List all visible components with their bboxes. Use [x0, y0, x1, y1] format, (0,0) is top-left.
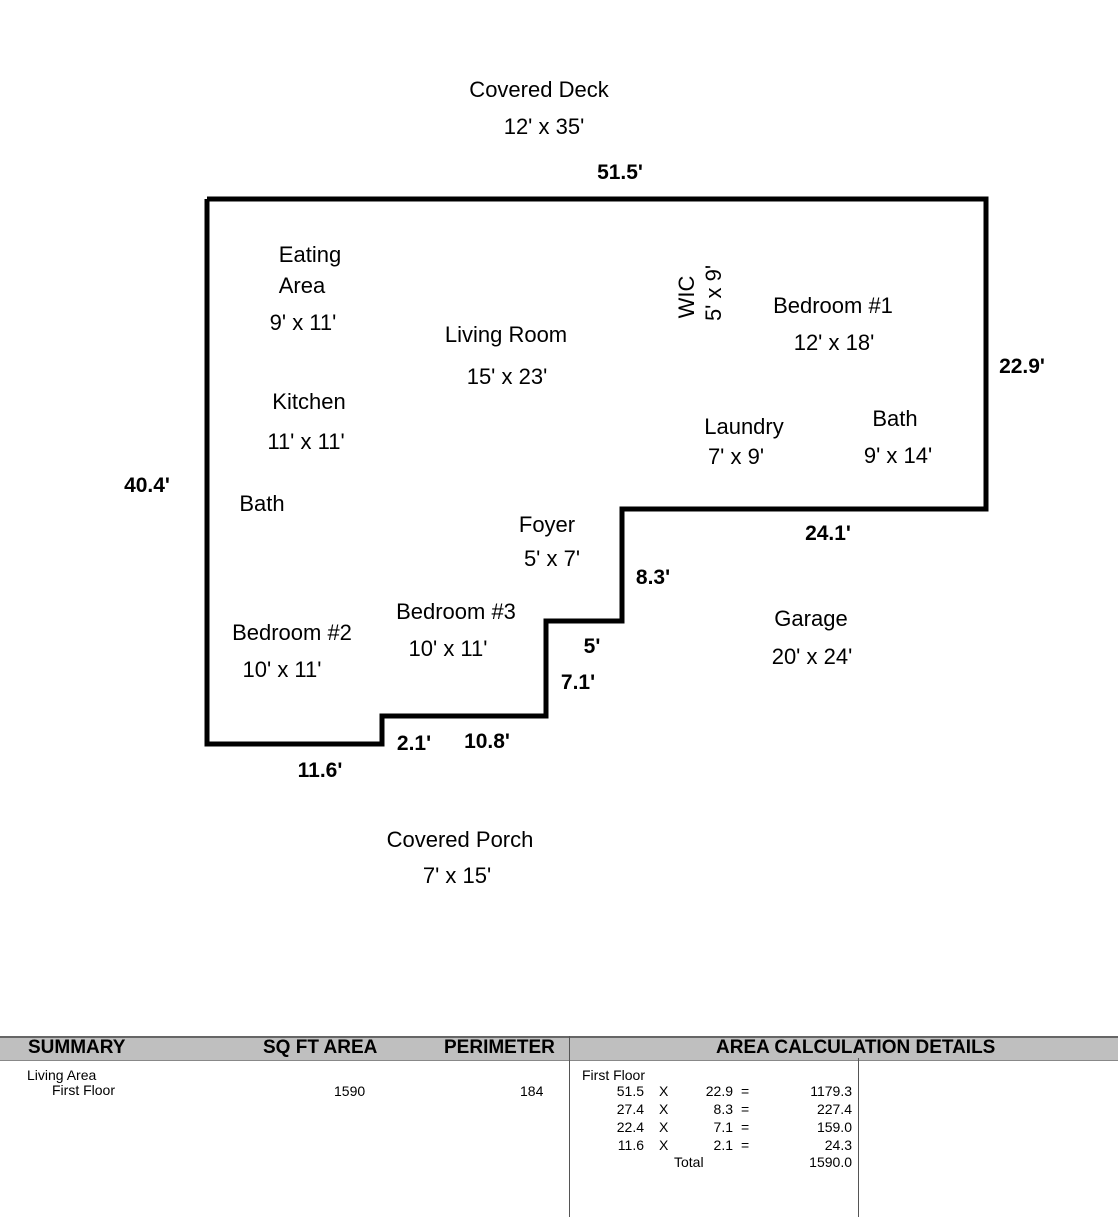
details-result: 227.4 [816, 1101, 852, 1117]
details-result: 24.3 [824, 1137, 852, 1153]
dimension-bottom-left: 11.6' [297, 759, 343, 782]
bath2-label: Bath [239, 491, 285, 516]
table-divider-main [569, 1036, 570, 1217]
covered-porch-size: 7' x 15' [422, 863, 492, 888]
dimension-step-vertical-1: 8.3' [635, 566, 671, 589]
garage-size: 20' x 24' [771, 644, 853, 669]
details-a: 11.6 [617, 1137, 644, 1153]
dimension-bottom-step: 2.1' [396, 732, 432, 755]
bedroom3-size: 10' x 11' [408, 636, 488, 661]
details-b: 7.1 [713, 1119, 733, 1135]
summary-perimeter: 184 [520, 1083, 544, 1099]
foyer-label: Foyer [518, 512, 576, 537]
dimension-left: 40.4' [124, 474, 170, 497]
bedroom3-label: Bedroom #3 [396, 599, 516, 624]
details-eq: = [741, 1101, 750, 1117]
header-summary: SUMMARY [28, 1037, 126, 1058]
details-op: X [659, 1101, 669, 1117]
details-result: 159.0 [816, 1119, 852, 1135]
dimension-top: 51.5' [597, 161, 643, 184]
table-divider-details [858, 1058, 859, 1217]
wic-label: WIC [674, 275, 699, 319]
details-b: 2.1 [713, 1137, 733, 1153]
details-op: X [659, 1083, 669, 1099]
details-eq: = [741, 1119, 750, 1135]
header-perimeter: PERIMETER [444, 1037, 555, 1058]
eating-area-size: 9' x 11' [269, 310, 337, 335]
details-eq: = [741, 1083, 750, 1099]
dimension-right: 22.9' [999, 355, 1045, 378]
covered-deck-label: Covered Deck [469, 77, 609, 102]
wic-size: 5' x 9' [701, 264, 726, 322]
living-room-label: Living Room [444, 322, 568, 347]
details-eq: = [741, 1137, 750, 1153]
details-op: X [659, 1119, 669, 1135]
bedroom2-label: Bedroom #2 [232, 620, 352, 645]
details-b: 22.9 [705, 1083, 733, 1099]
dimension-step-horizontal-1: 5' [583, 635, 601, 658]
details-total-value: 1590.0 [809, 1154, 852, 1170]
details-op: X [659, 1137, 669, 1153]
summary-category: Living Area [27, 1067, 97, 1083]
details-total-label: Total [674, 1154, 704, 1170]
covered-porch-label: Covered Porch [386, 827, 534, 852]
details-title: First Floor [582, 1067, 645, 1083]
details-a: 51.5 [616, 1083, 644, 1099]
dimension-step-vertical-2: 7.1' [560, 671, 596, 694]
laundry-size: 7' x 9' [707, 444, 765, 469]
summary-floor: First Floor [52, 1082, 115, 1098]
eating-area-label-line2: Area [278, 273, 326, 298]
details-a: 22.4 [616, 1119, 644, 1135]
foyer-size: 5' x 7' [523, 546, 581, 571]
kitchen-label: Kitchen [272, 389, 346, 414]
bath1-label: Bath [872, 406, 918, 431]
eating-area-label-line1: Eating [278, 242, 342, 267]
summary-table-header-bar [0, 1036, 1118, 1061]
covered-deck-size: 12' x 35' [503, 114, 585, 139]
details-a: 27.4 [616, 1101, 644, 1117]
dimension-garage-bottom: 24.1' [805, 522, 851, 545]
bedroom2-size: 10' x 11' [242, 657, 322, 682]
bedroom1-label: Bedroom #1 [773, 293, 893, 318]
details-b: 8.3 [713, 1101, 733, 1117]
header-sq-ft-area: SQ FT AREA [263, 1037, 378, 1058]
summary-sq-ft: 1590 [334, 1083, 366, 1099]
kitchen-size: 11' x 11' [267, 429, 345, 454]
living-room-size: 15' x 23' [466, 364, 548, 389]
dimension-bottom-mid: 10.8' [464, 730, 510, 753]
bath1-size: 9' x 14' [863, 443, 933, 468]
bedroom1-size: 12' x 18' [793, 330, 875, 355]
header-area-calc-details: AREA CALCULATION DETAILS [716, 1037, 996, 1058]
garage-label: Garage [774, 606, 848, 631]
details-result: 1179.3 [810, 1083, 852, 1099]
laundry-label: Laundry [704, 414, 784, 439]
